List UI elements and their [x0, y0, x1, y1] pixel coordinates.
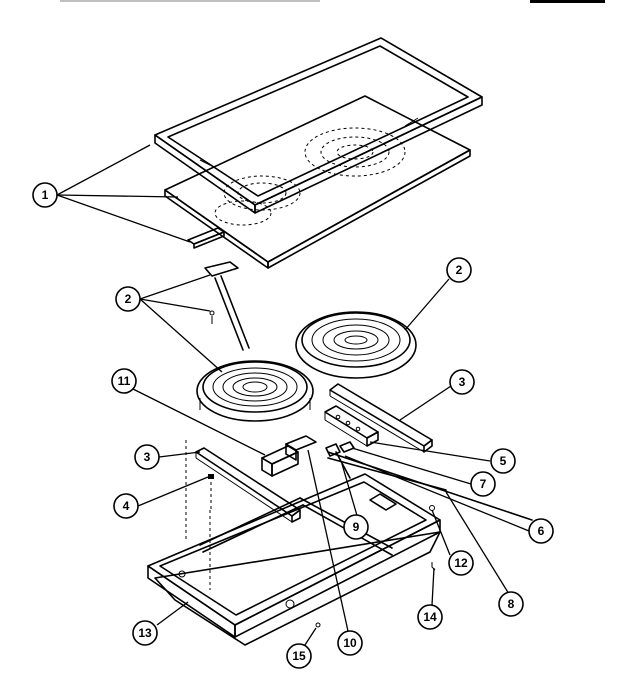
callout-11: 11 — [111, 368, 137, 394]
callout-5-label: 5 — [500, 454, 507, 468]
bracket-left — [195, 447, 301, 523]
callout-9: 9 — [343, 514, 369, 540]
small-brackets — [261, 435, 317, 477]
callout-7: 7 — [470, 471, 496, 497]
callout-9-label: 9 — [353, 520, 360, 534]
element-terminal-block — [204, 261, 250, 351]
callout-6: 6 — [528, 518, 554, 544]
callout-2-right-label: 2 — [456, 263, 463, 277]
trim-strip — [187, 227, 225, 249]
burner-box — [147, 440, 441, 646]
header-fragment — [60, 0, 605, 3]
callout-3-right: 3 — [449, 369, 475, 395]
cooktop-frame — [154, 37, 483, 214]
callout-15: 15 — [286, 643, 312, 669]
callout-11-label: 11 — [118, 374, 131, 388]
burner-left — [196, 360, 314, 422]
callout-14-label: 14 — [423, 610, 437, 624]
callout-6-label: 6 — [538, 524, 545, 538]
callout-1: 1 — [32, 182, 58, 208]
callout-1-label: 1 — [42, 188, 49, 202]
callout-15-label: 15 — [292, 649, 306, 663]
callout-2-left-label: 2 — [125, 292, 132, 306]
callout-13: 13 — [132, 620, 158, 646]
callout-14: 14 — [417, 604, 443, 630]
screw — [208, 474, 214, 510]
callout-5: 5 — [490, 448, 516, 474]
callout-10-label: 10 — [343, 636, 357, 650]
leader-lines — [56, 144, 530, 649]
callout-13-label: 13 — [138, 626, 152, 640]
burner-right — [295, 311, 417, 379]
callout-8-label: 8 — [508, 597, 515, 611]
callout-4-label: 4 — [123, 499, 130, 513]
terminal-strip — [324, 405, 379, 447]
callout-12: 12 — [448, 550, 474, 576]
callout-4: 4 — [113, 493, 139, 519]
callout-8: 8 — [498, 591, 524, 617]
callout-10: 10 — [337, 630, 363, 656]
callout-3-left: 3 — [134, 444, 160, 470]
callout-2-left: 2 — [115, 286, 141, 312]
callout-7-label: 7 — [480, 477, 487, 491]
callout-3-right-label: 3 — [459, 375, 466, 389]
callout-3-left-label: 3 — [144, 450, 151, 464]
callout-2-right: 2 — [446, 257, 472, 283]
callout-12-label: 12 — [454, 556, 468, 570]
